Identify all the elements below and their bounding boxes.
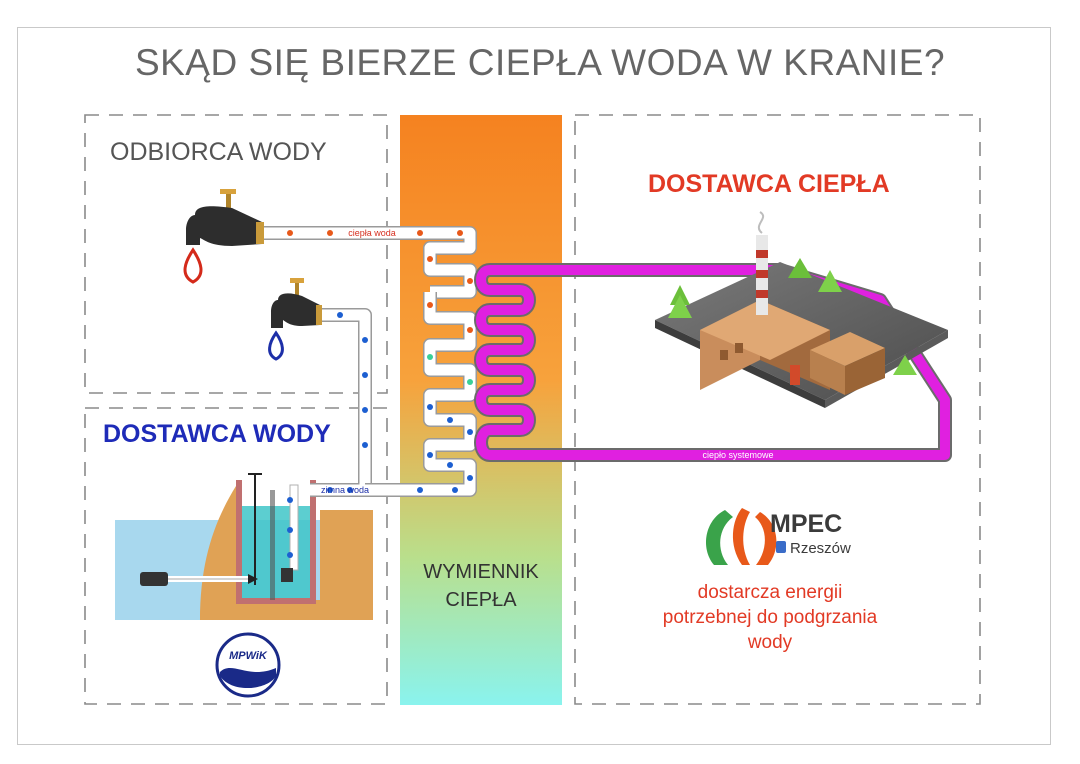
mpec-city: Rzeszów: [790, 540, 851, 557]
cold-water-pipe: zimna woda: [287, 292, 477, 558]
consumer-label: ODBIORCA WODY: [110, 138, 327, 166]
hot-water-pipe: ciepła woda: [262, 226, 477, 299]
cold-water-label: zimna woda: [321, 485, 369, 495]
heat-supplier-box: [574, 114, 981, 705]
mpec-name: MPEC: [770, 510, 843, 538]
mpec-logo: [706, 508, 786, 565]
description-line1: dostarcza energii: [697, 582, 843, 603]
water-intake-scene: [115, 473, 373, 620]
mpwik-logo: MPWiK: [215, 632, 281, 698]
heat-supplier-label: DOSTAWCA CIEPŁA: [648, 170, 890, 198]
hot-water-label: ciepła woda: [348, 228, 396, 238]
mpwik-logo-text: MPWiK: [229, 650, 268, 662]
cold-water-faucet-icon: [268, 278, 322, 361]
water-supplier-label: DOSTAWCA WODY: [103, 420, 331, 448]
water-supplier-box: [84, 407, 388, 705]
heat-exchanger-label-line2: CIEPŁA: [445, 589, 517, 611]
hot-water-faucet-icon: [183, 189, 264, 284]
description-line2: potrzebnej do podgrzania: [662, 607, 878, 628]
description-line3: wody: [747, 632, 793, 653]
page-title: SKĄD SIĘ BIERZE CIEPŁA WODA W KRANIE?: [134, 42, 946, 83]
heat-supplier-description: dostarcza energii potrzebnej do podgrzan…: [620, 580, 920, 655]
consumer-box: [84, 114, 388, 394]
heat-exchanger-label: WYMIENNIK CIEPŁA: [400, 558, 562, 614]
system-heat-label: ciepło systemowe: [702, 450, 773, 460]
heat-plant-illustration: [655, 211, 948, 408]
heat-exchanger-label-line1: WYMIENNIK: [423, 561, 539, 583]
system-heat-pipe: ciepło systemowe: [474, 263, 952, 462]
